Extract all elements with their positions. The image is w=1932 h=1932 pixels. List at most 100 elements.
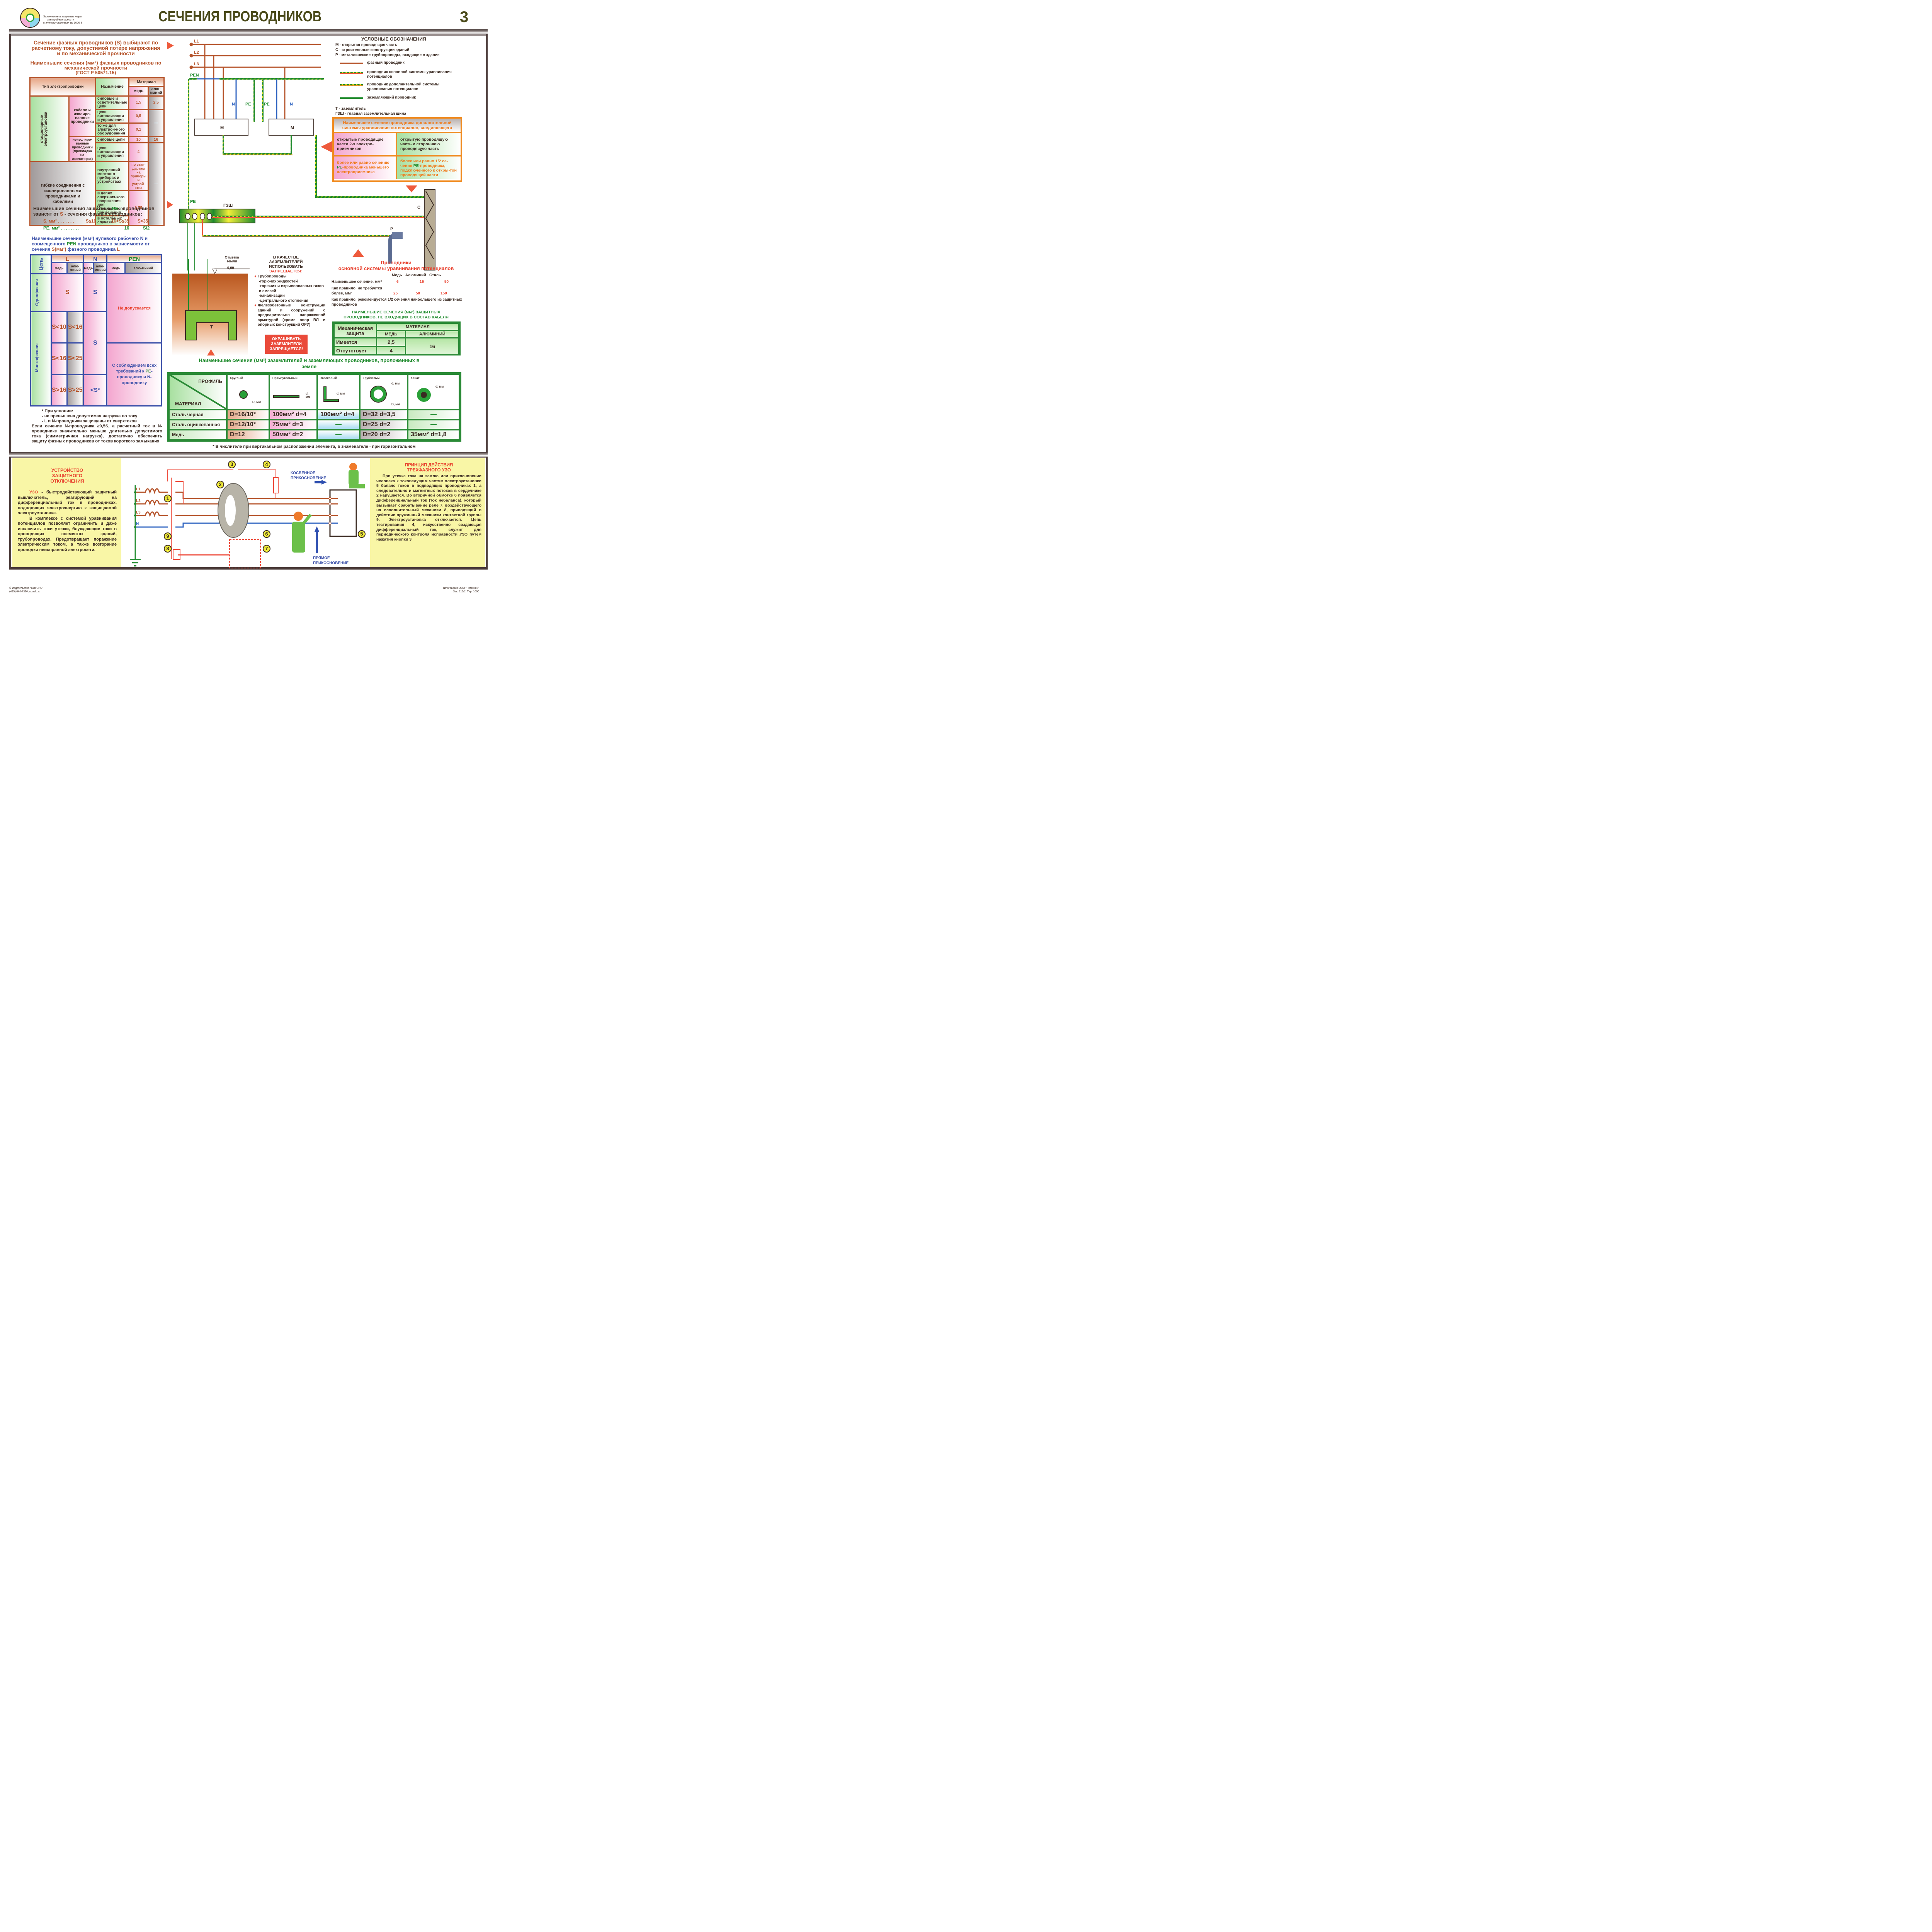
n-pen-note: * При условии: - не превышена допустимая… xyxy=(32,409,162,444)
purpose: в остальных случаях xyxy=(95,215,130,226)
copper-value: 0,1 xyxy=(128,122,149,137)
prohibited-list: ● Трубопроводы -горючих жидкостей -горюч… xyxy=(254,274,325,327)
cell-angle: — xyxy=(316,419,361,430)
aluminium-value: — xyxy=(147,109,165,137)
rcd-principle-panel: ПРИНЦИП ДЕЙСТВИЯ ТРЕХФАЗНОГО УЗО При уте… xyxy=(370,458,485,567)
cell-tube: D=25 d=2 xyxy=(359,419,408,430)
earth-table-title: Наименьшие сечения (мм²) заземлителей и … xyxy=(199,357,420,369)
earth-electrode: Т xyxy=(185,259,250,355)
copper-value: 0,5 xyxy=(128,109,149,124)
equipment-M2 xyxy=(269,119,314,136)
col-N: N xyxy=(83,254,108,264)
footer-right: Типография ООО "Риммини" Зак. 116/2. Тир… xyxy=(442,587,479,593)
aluminium-value: — xyxy=(147,142,165,226)
row-label: Имеется xyxy=(333,337,377,347)
cell-angle: 100мм² d=4 xyxy=(316,409,361,420)
cell-tube: D=20 d=2 xyxy=(359,429,408,440)
label-T: Т xyxy=(210,324,213,330)
wire-L2 xyxy=(135,500,168,506)
equipment-M1 xyxy=(194,119,248,136)
col-protection: Механическая защита xyxy=(333,323,377,338)
phase-intro: Сечение фазных проводников (S) выбирают … xyxy=(31,40,160,56)
group-stationary: стационарные электроустановки xyxy=(29,95,70,162)
aluminium-value: 16 xyxy=(147,136,165,143)
label-PE: PE xyxy=(190,199,196,204)
prohibited-title: В КАЧЕСТВЕ ЗАЗЕМЛИТЕЛЕЙ ИСПОЛЬЗОВАТЬ ЗАП… xyxy=(269,255,303,274)
bonding-schematic: L1 L2 L3 PEN N PE PE N M M PE ГЗШ Р С xyxy=(167,39,435,270)
cell-rect: 100мм² d=4 xyxy=(269,409,318,420)
hdr-aluminium: алю-миний xyxy=(147,86,165,97)
earth-table-footnote: * В числителе при вертикальном расположе… xyxy=(213,444,416,449)
cell-tube: D=32 d=3,5 xyxy=(359,409,408,420)
sub-aluminium: алю-миний xyxy=(93,262,108,274)
purpose: то же для электрон-ного оборудования xyxy=(95,122,130,137)
supplementary-title: Наименьшее сечение проводника дополнител… xyxy=(334,119,461,133)
cell-round: D=12/10* xyxy=(226,419,270,430)
page-title: СЕЧЕНИЯ ПРОВОДНИКОВ xyxy=(158,9,322,25)
phase-table-title: Наименьшие сечения (мм²) фазных проводни… xyxy=(30,60,162,75)
multi-L-aluminium: S>25 xyxy=(66,374,84,407)
multi-L-copper: S<16 xyxy=(51,342,68,375)
sub-aluminium: алю-миний xyxy=(66,262,84,274)
hdr-copper: медь xyxy=(128,86,149,97)
cell-angle: — xyxy=(316,429,361,440)
main-bonding-title: Проводники основной системы уравнивания … xyxy=(338,260,454,271)
pointer-arrow xyxy=(321,141,332,153)
group-bare: неизолиро-ванные проводники (прокладка н… xyxy=(68,136,96,162)
purpose: в цепях сверхниз-кого напряжения для спе… xyxy=(95,190,130,216)
sub-copper: медь xyxy=(51,262,68,274)
col-PEN: PEN xyxy=(106,254,162,264)
pointer-arrow xyxy=(352,249,364,257)
ground-mark-title: Отметка земли xyxy=(224,255,239,263)
cell-rect: 50мм² d=2 xyxy=(269,429,318,440)
row-multi-phase: Многофазная xyxy=(30,311,52,407)
multi-N-value: S xyxy=(83,311,108,375)
rcd-title: УСТРОЙСТВО ЗАЩИТНОГО ОТКЛЮЧЕНИЯ xyxy=(50,468,84,484)
rcd-paragraph: УЗО - быстродействующий защитный выключа… xyxy=(18,490,117,515)
label-L2: L2 xyxy=(194,50,199,55)
group-flexible: гибкие соединения с изолированными прово… xyxy=(29,161,96,226)
cell-round: D=12 xyxy=(226,429,270,440)
badge-3: 3 xyxy=(228,461,236,468)
copper-value: 4 xyxy=(128,142,149,162)
multi-L-copper: S>16 xyxy=(51,374,68,407)
hdr-purpose: Назначение xyxy=(95,77,130,97)
row-material: Сталь черная xyxy=(168,409,228,420)
purpose: силовые и осветительные цепи xyxy=(95,95,130,110)
value: более или равно сечению PE-проводника ме… xyxy=(334,156,397,179)
label-N: N xyxy=(136,522,139,526)
copper-value: 4 xyxy=(376,346,406,355)
cell: открытую проводящую часть и стороннюю пр… xyxy=(397,133,461,155)
label-PEN: PEN xyxy=(190,73,199,78)
ground-mark-value: 0,00 xyxy=(227,266,234,270)
row-material: Сталь оцинкованная xyxy=(168,419,228,430)
multi-L-copper: S<10 xyxy=(51,311,68,344)
badge-2: 2 xyxy=(216,481,224,488)
phase-min-sections-table: Тип электропроводки Назначение Материал … xyxy=(29,77,165,226)
legend-label: проводник основной системы уравнивания п… xyxy=(367,70,452,79)
list-item: ● Трубопроводы xyxy=(254,274,287,279)
label-PE: PE xyxy=(264,102,270,107)
aluminium-value: 16 xyxy=(405,337,459,355)
purpose: внутренний монтаж в приборах и устройств… xyxy=(95,161,130,191)
badge-5: 5 xyxy=(358,530,366,538)
col-material: МАТЕРИАЛ xyxy=(376,323,459,331)
legend-label: фазный проводник xyxy=(367,61,405,65)
label-L2: L2 xyxy=(136,499,141,503)
footer-left: © Издательство "СОУЭЛО" (495) 644-4326, … xyxy=(9,587,44,593)
rcd-paragraph: В комплексе с системой уравнивания потен… xyxy=(18,516,117,552)
pe-section-title: Наименьшие сечения защитных PE - проводн… xyxy=(33,206,155,217)
cell-rope: 35мм² d=1,8 xyxy=(407,429,460,440)
non-cable-title: НАИМЕНЬШИЕ СЕЧЕНИЯ (мм²) ЗАЩИТНЫХ ПРОВОД… xyxy=(344,310,449,320)
legend-line-main-bonding xyxy=(340,72,363,74)
label-GZSH: ГЗШ xyxy=(223,203,233,208)
row-single-phase: Однофазная xyxy=(30,273,52,312)
rcd-description-panel: УСТРОЙСТВО ЗАЩИТНОГО ОТКЛЮЧЕНИЯ УЗО - бы… xyxy=(12,458,121,567)
rcd-principle-text: При утечке тока на землю или прикосновен… xyxy=(376,474,481,542)
